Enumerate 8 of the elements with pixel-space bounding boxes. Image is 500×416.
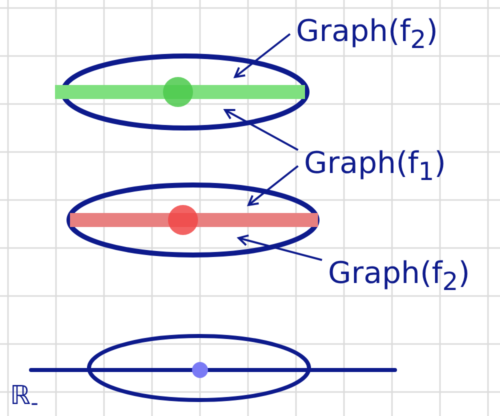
graph-label: Graph(f$_{2}$) <box>328 256 470 300</box>
graph-label: Graph(f$_{1}$) <box>304 146 446 190</box>
leader-arrow <box>238 234 322 261</box>
leader-arrow <box>234 33 291 78</box>
graph-label: Graph(f$_{2}$) <box>296 14 438 58</box>
axis-label: ℝ$_{-}$ <box>10 380 38 416</box>
leader-arrow <box>248 165 299 206</box>
leader-arrow <box>224 108 298 151</box>
